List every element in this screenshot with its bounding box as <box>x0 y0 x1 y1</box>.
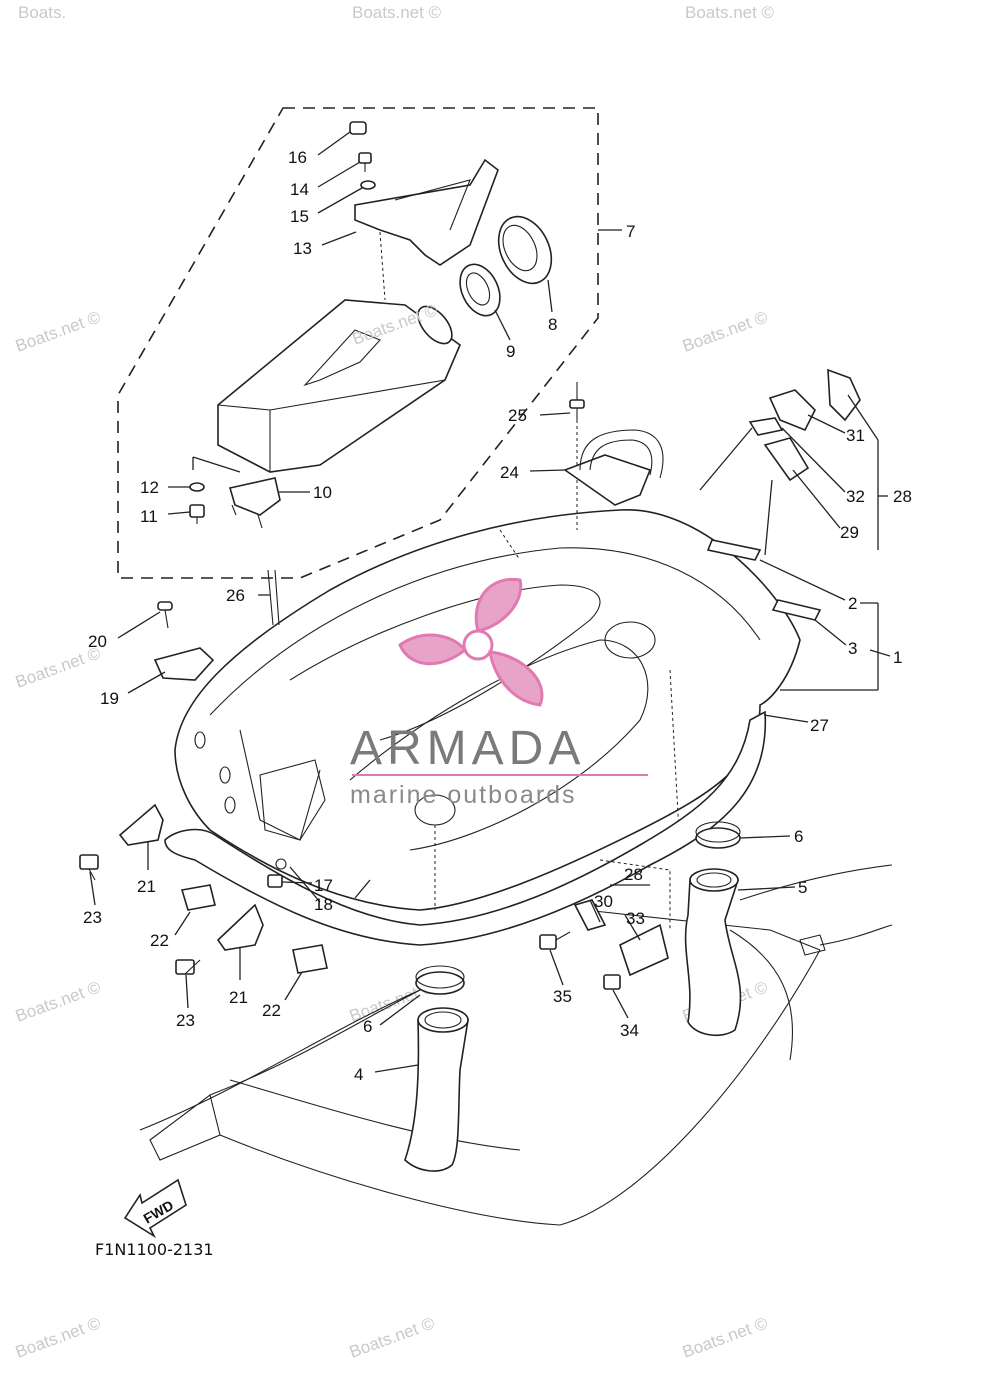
part-24-handle <box>563 429 664 506</box>
part-16-cap <box>349 121 367 135</box>
part-17-nut <box>267 874 283 888</box>
part-22-shim-lower <box>292 944 328 974</box>
callout-10: 10 <box>313 483 332 502</box>
callout-13: 13 <box>293 239 312 258</box>
part-8-ring <box>497 215 553 285</box>
part-18-grommet <box>275 858 287 870</box>
brand-tagline: marine outboards <box>350 781 577 809</box>
part-15-washer <box>360 180 376 190</box>
part-14-screw <box>358 152 372 172</box>
part-12-washer <box>189 482 205 492</box>
callout-4: 4 <box>354 1065 363 1084</box>
part-20-screw <box>157 601 173 629</box>
callout-21a: 21 <box>137 877 156 896</box>
callout-20: 20 <box>88 632 107 651</box>
callout-11: 11 <box>140 507 158 526</box>
callout-27: 27 <box>810 716 829 735</box>
callout-32: 32 <box>846 487 865 506</box>
callout-34: 34 <box>620 1021 639 1040</box>
part-26-strap <box>267 569 280 626</box>
callout-15: 15 <box>290 207 309 226</box>
watermark-corner-text: Boats. <box>18 3 66 22</box>
callout-16: 16 <box>288 148 307 167</box>
callout-28b: 28 <box>624 865 643 884</box>
part-11-bolt <box>189 504 205 524</box>
part-35-bolt <box>539 931 571 950</box>
callout-8: 8 <box>548 315 557 334</box>
watermark-text: Boats.net © <box>680 1313 771 1361</box>
armada-logo: ARMADA marine outboards <box>350 577 648 809</box>
watermark-text: Boats.net © <box>352 3 442 22</box>
part-23-bolt-upper <box>79 854 99 881</box>
callout-30: 30 <box>594 892 613 911</box>
watermark-text: Boats.net © <box>347 1313 438 1361</box>
callout-26: 26 <box>226 586 245 605</box>
part-19-plate <box>153 647 215 681</box>
callout-6a: 6 <box>794 827 803 846</box>
airbox-cover <box>217 299 461 473</box>
leader-lines <box>89 131 891 1073</box>
watermark-text: Boats.net © <box>13 977 104 1025</box>
callout-14: 14 <box>290 180 309 199</box>
part-33-plate <box>619 923 669 977</box>
callout-35: 35 <box>553 987 572 1006</box>
hull-floor <box>139 864 893 1226</box>
callout-5: 5 <box>798 878 807 897</box>
watermark-text: Boats.net © <box>13 307 104 355</box>
callout-33: 33 <box>626 909 645 928</box>
part-21-bracket-lower <box>216 903 264 951</box>
callout-31: 31 <box>846 426 865 445</box>
part-21-bracket-upper <box>118 803 164 846</box>
watermark-text: Boats.net © <box>13 1313 104 1361</box>
callout-29: 29 <box>840 523 859 542</box>
callout-22b: 22 <box>262 1001 281 1020</box>
part-9-ring <box>459 263 501 317</box>
callout-21b: 21 <box>229 988 248 1007</box>
callout-22a: 22 <box>150 931 169 950</box>
part-30-plate <box>573 899 607 931</box>
watermark-text: Boats.net © <box>680 307 771 355</box>
part-34-nut <box>603 974 621 990</box>
part-13-bracket <box>354 158 499 301</box>
callout-24: 24 <box>500 463 519 482</box>
callout-28a: 28 <box>893 487 912 506</box>
callout-3: 3 <box>848 639 857 658</box>
callout-25: 25 <box>508 406 527 425</box>
part-10-bracket <box>228 477 281 529</box>
callout-1: 1 <box>893 648 902 667</box>
part-6-clamp-left <box>415 965 465 995</box>
callout-17: 17 <box>314 876 333 895</box>
part-2-pad <box>706 539 762 561</box>
callout-23b: 23 <box>176 1011 195 1030</box>
callout-6b: 6 <box>363 1017 372 1036</box>
part-31-32-29-group <box>699 368 861 556</box>
main-body-deck <box>174 509 801 911</box>
callout-2: 2 <box>848 594 857 613</box>
diagram-code: F1N1100-2131 <box>95 1240 214 1259</box>
callout-18: 18 <box>314 895 333 914</box>
callout-7: 7 <box>626 222 635 241</box>
part-27-seal <box>164 710 767 946</box>
callout-12: 12 <box>140 478 159 497</box>
brand-name: ARMADA <box>350 722 585 775</box>
callout-9: 9 <box>506 342 515 361</box>
part-23-bolt-lower <box>175 959 201 975</box>
part-28-outline <box>599 859 671 930</box>
callout-23a: 23 <box>83 908 102 927</box>
watermark-text: Boats.net © <box>685 3 775 22</box>
part-4-hose <box>404 1007 469 1172</box>
assembly-7-dashed-outline <box>117 107 599 579</box>
part-5-hose <box>684 868 742 1037</box>
fwd-arrow-icon: FWD <box>123 1178 187 1239</box>
callout-19: 19 <box>100 689 119 708</box>
callout-labels: 16 14 15 13 7 8 9 12 11 10 25 24 31 32 2… <box>83 148 912 1084</box>
part-22-shim-upper <box>180 884 216 911</box>
